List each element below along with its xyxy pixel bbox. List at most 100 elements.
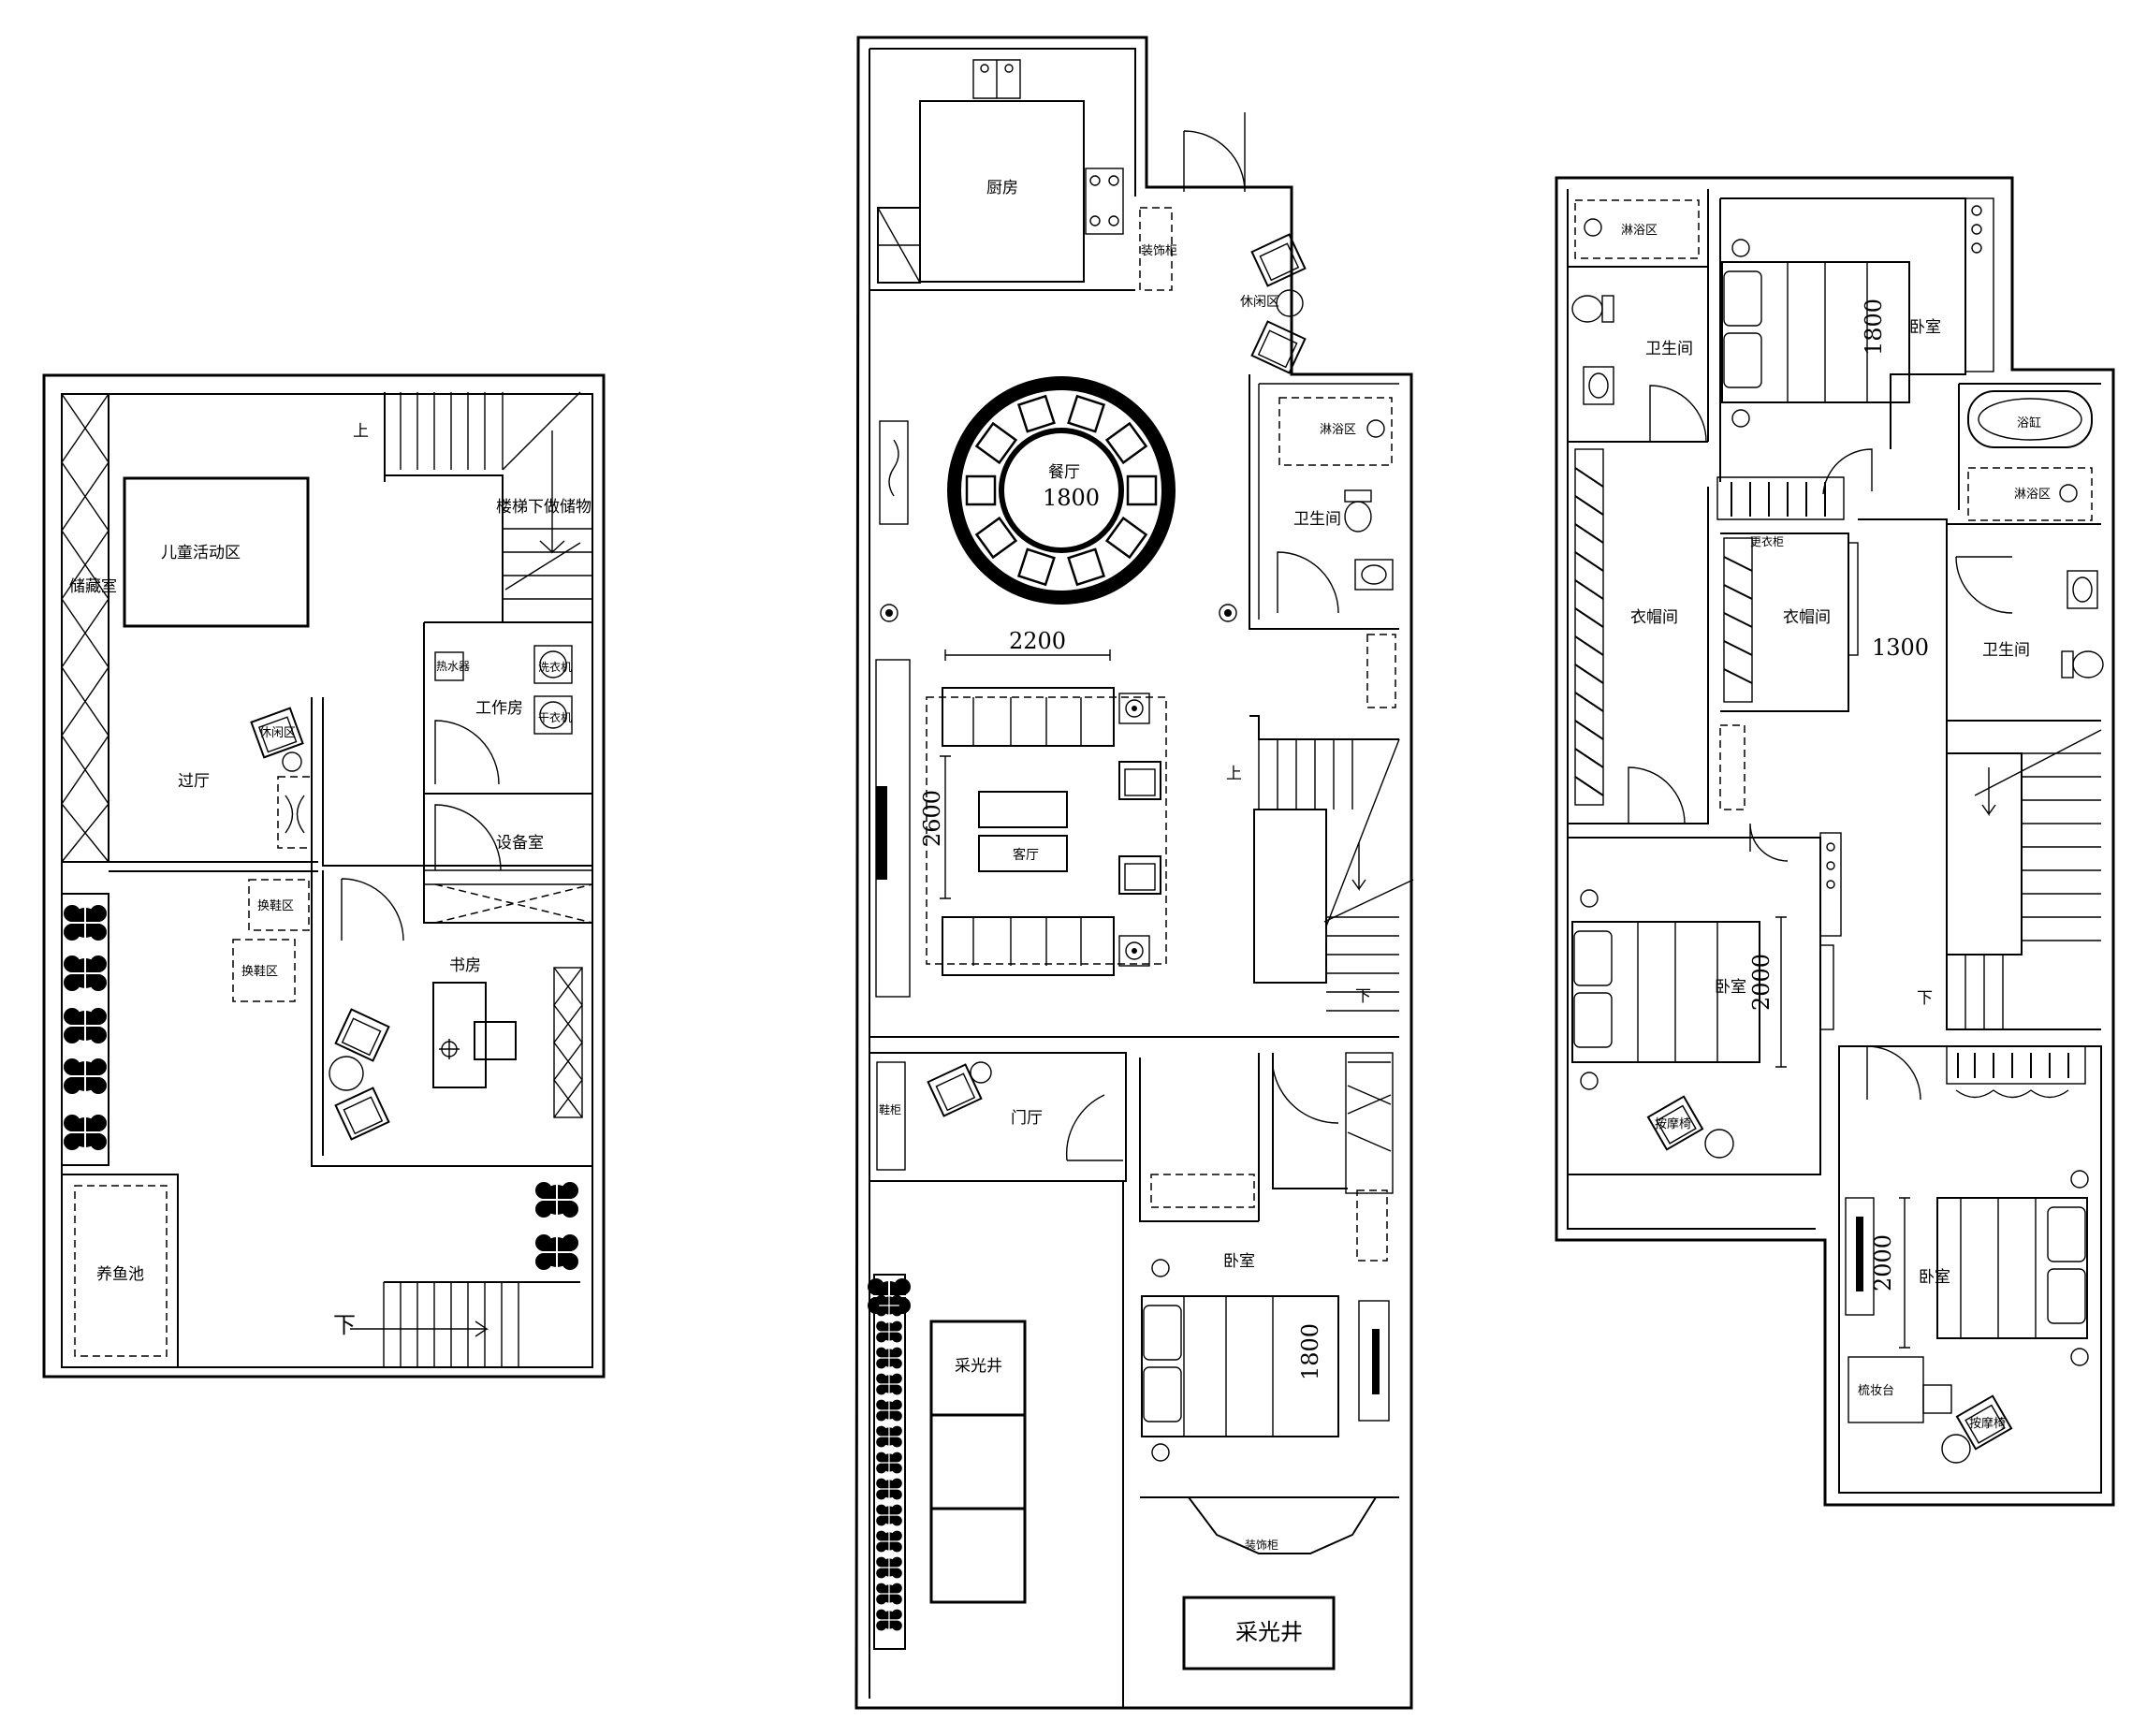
room-label-cabinet: 更衣柜 xyxy=(1750,534,1784,548)
dim-bed2: 2000 xyxy=(1748,954,1775,1011)
room-label-massage1: 按摩椅 xyxy=(1655,1116,1691,1131)
room-label-light2: 采光井 xyxy=(1235,1619,1303,1645)
plant xyxy=(875,1582,903,1606)
room-label-lounge: 休闲区 xyxy=(1240,295,1279,310)
dim-corridor: 1300 xyxy=(1872,635,1929,661)
dining-chair xyxy=(1067,394,1106,433)
room-label-shoe: 鞋柜 xyxy=(879,1102,901,1116)
room-label-washer: 洗衣机 xyxy=(538,660,572,674)
plant xyxy=(875,1608,903,1632)
room-label-bed3: 卧室 xyxy=(1919,1268,1950,1287)
dim-bed1: 1800 xyxy=(1861,299,1887,356)
room-label-storage: 储藏室 xyxy=(69,577,117,596)
dining-chair xyxy=(965,474,997,506)
upper-bedroom-2: 卧室 2000 按摩椅 xyxy=(1568,823,1842,1175)
basement-outer-wall xyxy=(42,373,606,1379)
stairs-storage-note: 楼梯下做储物 xyxy=(496,498,592,517)
dining-chair xyxy=(1104,421,1148,465)
basement-stairs-down: 下 xyxy=(333,1281,580,1367)
room-label-work: 工作房 xyxy=(475,699,523,718)
change-area-1 xyxy=(248,879,310,931)
dining-chair xyxy=(974,421,1018,465)
equipment-room: 设备室 xyxy=(424,804,593,924)
ground-plant-column xyxy=(875,1293,903,1632)
room-label-shower1: 淋浴区 xyxy=(1621,224,1658,238)
plant xyxy=(875,1477,903,1501)
dining-chair xyxy=(1016,547,1056,587)
plant xyxy=(875,1293,903,1318)
dim-table: 1800 xyxy=(1043,485,1100,511)
plant xyxy=(875,1372,903,1396)
plant xyxy=(875,1451,903,1475)
room-label-light1: 采光井 xyxy=(955,1357,1002,1376)
dim-sofa-width: 2200 xyxy=(1009,628,1066,654)
room-label-bed2: 卧室 xyxy=(1715,978,1746,997)
basement-stairs-up: 上 楼梯下做储物 xyxy=(353,391,592,623)
room-label-pool: 养鱼池 xyxy=(96,1265,144,1284)
room-label-heater: 热水器 xyxy=(436,660,470,673)
plant xyxy=(875,1424,903,1449)
ground-bathroom: 淋浴区 卫生间 xyxy=(1249,374,1399,708)
study-room: 书房 xyxy=(329,878,583,1141)
ground-plan: 厨房 装饰柜 休闲区 餐厅 1800 淋浴区 卫生间 xyxy=(854,36,1414,1710)
dining-chair xyxy=(1104,516,1148,560)
plant xyxy=(875,1503,903,1527)
dining-chairs xyxy=(965,394,1158,587)
room-label-bath1: 卫生间 xyxy=(1645,340,1693,358)
upper-outer-wall xyxy=(1555,176,2115,1507)
dim-bed: 1800 xyxy=(1297,1323,1323,1380)
room-label-decor: 装饰柜 xyxy=(1141,244,1177,258)
light-wells: 采光井 采光井 xyxy=(867,1181,1336,1708)
room-label-change2: 换鞋区 xyxy=(241,964,278,979)
plant xyxy=(875,1398,903,1422)
room-label-tub: 浴缸 xyxy=(2017,416,2041,430)
room-label-bedroom: 卧室 xyxy=(1223,1252,1255,1271)
room-label-dryer: 干衣机 xyxy=(538,710,572,724)
room-label-leisure: 休闲区 xyxy=(259,726,296,740)
room-label-shower: 淋浴区 xyxy=(1320,423,1356,437)
stairs-down-mark: 下 xyxy=(333,1312,356,1338)
dining-chair xyxy=(974,516,1018,560)
change-area-2 xyxy=(232,939,296,1002)
room-label-massage2: 按摩椅 xyxy=(1969,1416,2006,1431)
room-label-bed1: 卧室 xyxy=(1909,318,1941,337)
room-label-closet1: 衣帽间 xyxy=(1630,608,1678,627)
upper-bedroom-3: 卧室 2000 梳妆台 按摩椅 xyxy=(1838,1045,2102,1494)
dining-chair xyxy=(1067,547,1106,587)
upper-plan: 淋浴区 卫生间 1800 卧室 浴缸 xyxy=(1555,176,2115,1507)
ground-stairs-down: 下 xyxy=(1355,987,1371,1006)
stairs-up-mark: 上 xyxy=(353,422,369,441)
storage-cabinet xyxy=(61,393,110,863)
ground-stairs-up: 上 xyxy=(1226,765,1242,783)
fish-pool xyxy=(74,1185,168,1357)
upper-stairs: 下 xyxy=(1917,721,2102,1030)
dining-chair xyxy=(1126,474,1158,506)
dim-sofa-depth: 2600 xyxy=(919,790,945,847)
room-label-shower2: 淋浴区 xyxy=(2014,488,2051,502)
room-label-dining: 餐厅 xyxy=(1048,463,1080,482)
upper-stairs-down: 下 xyxy=(1917,989,1933,1008)
room-label-foyer: 门厅 xyxy=(1011,1109,1043,1128)
room-label-change1: 换鞋区 xyxy=(257,898,294,913)
kitchen: 厨房 装饰柜 xyxy=(869,59,1177,291)
room-label-living: 客厅 xyxy=(1013,847,1039,863)
ground-bedroom: 卧室 1800 装饰柜 xyxy=(1139,1052,1399,1554)
room-label-desk: 梳妆台 xyxy=(1858,1384,1894,1398)
living-room: 2200 客厅 2600 xyxy=(875,628,1167,998)
ground-stairs: 上 下 xyxy=(1226,715,1414,1012)
plant xyxy=(875,1346,903,1370)
dining-chair xyxy=(1016,394,1056,433)
foyer: 鞋柜 门厅 xyxy=(869,1052,1127,1182)
upper-bath-2: 浴缸 淋浴区 卫生间 xyxy=(1946,383,2104,722)
plant xyxy=(875,1320,903,1344)
room-label-closet2: 衣帽间 xyxy=(1783,608,1831,627)
room-label-study: 书房 xyxy=(449,956,481,975)
upper-closets: 衣帽间 更衣柜 衣帽间 1300 xyxy=(1568,448,1948,824)
room-label-equip: 设备室 xyxy=(496,834,544,853)
room-label-bath: 卫生间 xyxy=(1293,510,1341,529)
room-label-bay: 装饰柜 xyxy=(1245,1539,1278,1552)
basement-plan: 储藏室 儿童活动区 过厅 上 楼梯下做储物 热水器 xyxy=(42,373,606,1379)
plant xyxy=(875,1529,903,1554)
upper-bedroom-1: 1800 卧室 xyxy=(1719,197,1994,495)
